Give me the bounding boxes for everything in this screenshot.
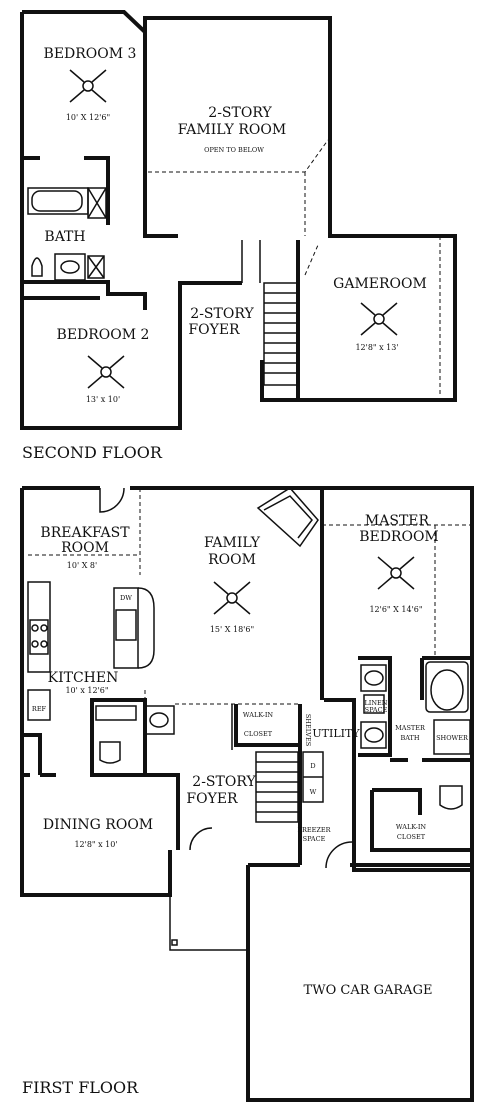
utility-label: UTILITY bbox=[312, 727, 360, 740]
ceiling-fan-icon bbox=[360, 302, 398, 336]
bedroom3-dim: 10' X 12'6" bbox=[66, 113, 110, 122]
master-bedroom-label-2: BEDROOM bbox=[359, 529, 439, 545]
gameroom-dim: 12'8" x 13' bbox=[355, 343, 398, 352]
master-bedroom-dim: 12'6" X 14'6" bbox=[369, 605, 422, 614]
walkin-closet-label-1: WALK-IN bbox=[243, 711, 274, 719]
linen-space-label-1: LINEN bbox=[364, 699, 387, 707]
foyer-label-1: 2-STORY bbox=[190, 306, 254, 322]
bedroom3-label: BEDROOM 3 bbox=[44, 46, 137, 62]
bath-label: BATH bbox=[44, 229, 85, 245]
refrigerator-label: REF bbox=[32, 705, 47, 713]
shelves-label: SHELVES bbox=[304, 714, 312, 746]
linen-space-label-2: SPACE bbox=[365, 706, 388, 714]
ceiling-fan-icon bbox=[87, 355, 125, 389]
family-room-dim-ff: 15' X 18'6" bbox=[210, 625, 254, 634]
gameroom-label: GAMEROOM bbox=[333, 276, 427, 292]
freezer-space-label-1: FREEZER bbox=[297, 826, 331, 834]
foyer-label-1-ff: 2-STORY bbox=[192, 774, 256, 790]
garage-label: TWO CAR GARAGE bbox=[304, 983, 433, 998]
foyer-label-2: FOYER bbox=[188, 322, 240, 338]
family-room-label-1: 2-STORY bbox=[208, 105, 272, 121]
dining-room-label: DINING ROOM bbox=[43, 817, 153, 833]
family-room-label-2: FAMILY ROOM bbox=[178, 122, 286, 138]
washer-label: W bbox=[310, 788, 317, 796]
master-bedroom-label-1: MASTER bbox=[365, 513, 430, 529]
master-closet-label-2: CLOSET bbox=[397, 833, 426, 841]
freezer-space-label-2: SPACE bbox=[303, 835, 326, 843]
second-floor-heading: SECOND FLOOR bbox=[22, 443, 163, 462]
family-room-label-1-ff: FAMILY bbox=[204, 535, 261, 551]
dining-room-dim: 12'8" x 10' bbox=[74, 840, 117, 849]
family-room-label-2-ff: ROOM bbox=[208, 552, 256, 568]
bedroom2-label: BEDROOM 2 bbox=[57, 327, 150, 343]
kitchen-label: KITCHEN bbox=[48, 670, 119, 686]
breakfast-dim: 10' X 8' bbox=[67, 561, 97, 570]
master-bath-label-1: MASTER bbox=[395, 724, 426, 732]
second-floor-plan: BEDROOM 3 10' X 12'6" 2-STORY FAMILY ROO… bbox=[20, 10, 457, 462]
first-floor-heading: FIRST FLOOR bbox=[22, 1078, 139, 1097]
breakfast-label-2: ROOM bbox=[61, 540, 109, 556]
dishwasher-label: DW bbox=[120, 594, 132, 602]
first-floor-plan: BREAKFAST ROOM 10' X 8' FAMILY ROOM 15' … bbox=[20, 486, 474, 1102]
shower-label: SHOWER bbox=[436, 734, 469, 742]
bedroom2-dim: 13' x 10' bbox=[86, 395, 120, 404]
ceiling-fan-icon bbox=[377, 556, 415, 590]
open-to-below-note: OPEN TO BELOW bbox=[204, 146, 264, 154]
master-closet-label-1: WALK-IN bbox=[396, 823, 427, 831]
walkin-closet-label-2: CLOSET bbox=[244, 730, 273, 738]
foyer-label-2-ff: FOYER bbox=[186, 791, 238, 807]
master-bath-label-2: BATH bbox=[400, 734, 419, 742]
dryer-label: D bbox=[310, 762, 315, 770]
breakfast-label-1: BREAKFAST bbox=[40, 525, 130, 541]
kitchen-dim: 10' x 12'6" bbox=[65, 686, 108, 695]
ceiling-fan-icon bbox=[213, 581, 251, 615]
ceiling-fan-icon bbox=[69, 69, 107, 103]
